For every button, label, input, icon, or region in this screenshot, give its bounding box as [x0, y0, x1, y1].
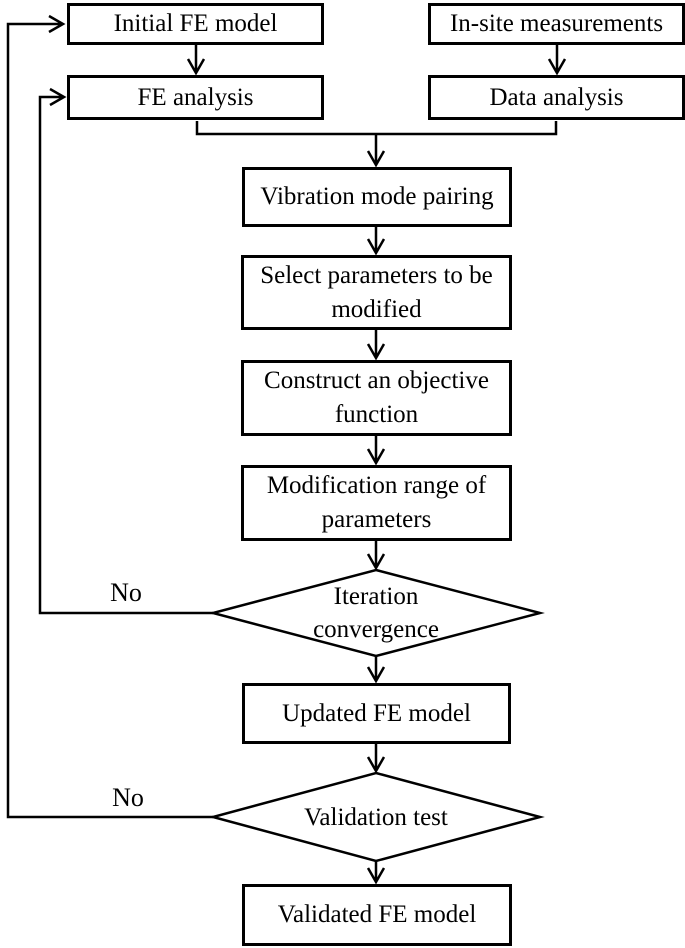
node-vibration-mode-pairing: Vibration mode pairing — [242, 167, 512, 227]
arrow-select-to-construct — [366, 330, 386, 361]
arrow-iteration-to-updated — [366, 656, 386, 684]
loop-iteration-no — [38, 87, 213, 615]
node-construct-objective: Construct an objective function — [241, 360, 512, 436]
node-initial-fe-model: Initial FE model — [67, 3, 324, 45]
arrow-vibration-to-select — [366, 227, 386, 256]
connector-merge-line — [195, 121, 558, 136]
arrow-insite-to-data-analysis — [547, 45, 567, 76]
node-fe-analysis: FE analysis — [67, 75, 324, 120]
node-modification-range: Modification range of parameters — [241, 465, 512, 541]
arrow-merge-to-vibration — [366, 134, 386, 168]
validation-test-diamond — [208, 771, 545, 863]
node-data-analysis: Data analysis — [428, 75, 685, 120]
label-validation-no: No — [112, 783, 144, 812]
loop-validation-no — [6, 14, 213, 819]
arrow-construct-to-modification — [366, 436, 386, 466]
node-select-parameters: Select parameters to be modified — [241, 255, 512, 330]
arrow-initial-to-fe-analysis — [186, 45, 206, 76]
node-in-site-measurements: In-site measurements — [428, 3, 685, 45]
node-updated-fe-model: Updated FE model — [242, 683, 511, 744]
iteration-convergence-diamond — [208, 568, 545, 658]
label-iteration-convergence: Iteration convergence — [313, 583, 439, 643]
arrow-updated-to-validation — [366, 744, 386, 774]
arrow-modification-to-iteration — [366, 541, 386, 571]
node-validated-fe-model: Validated FE model — [242, 884, 512, 946]
arrow-validation-to-validated — [366, 861, 386, 885]
label-iteration-no: No — [110, 578, 142, 607]
label-validation-test: Validation test — [304, 804, 448, 831]
